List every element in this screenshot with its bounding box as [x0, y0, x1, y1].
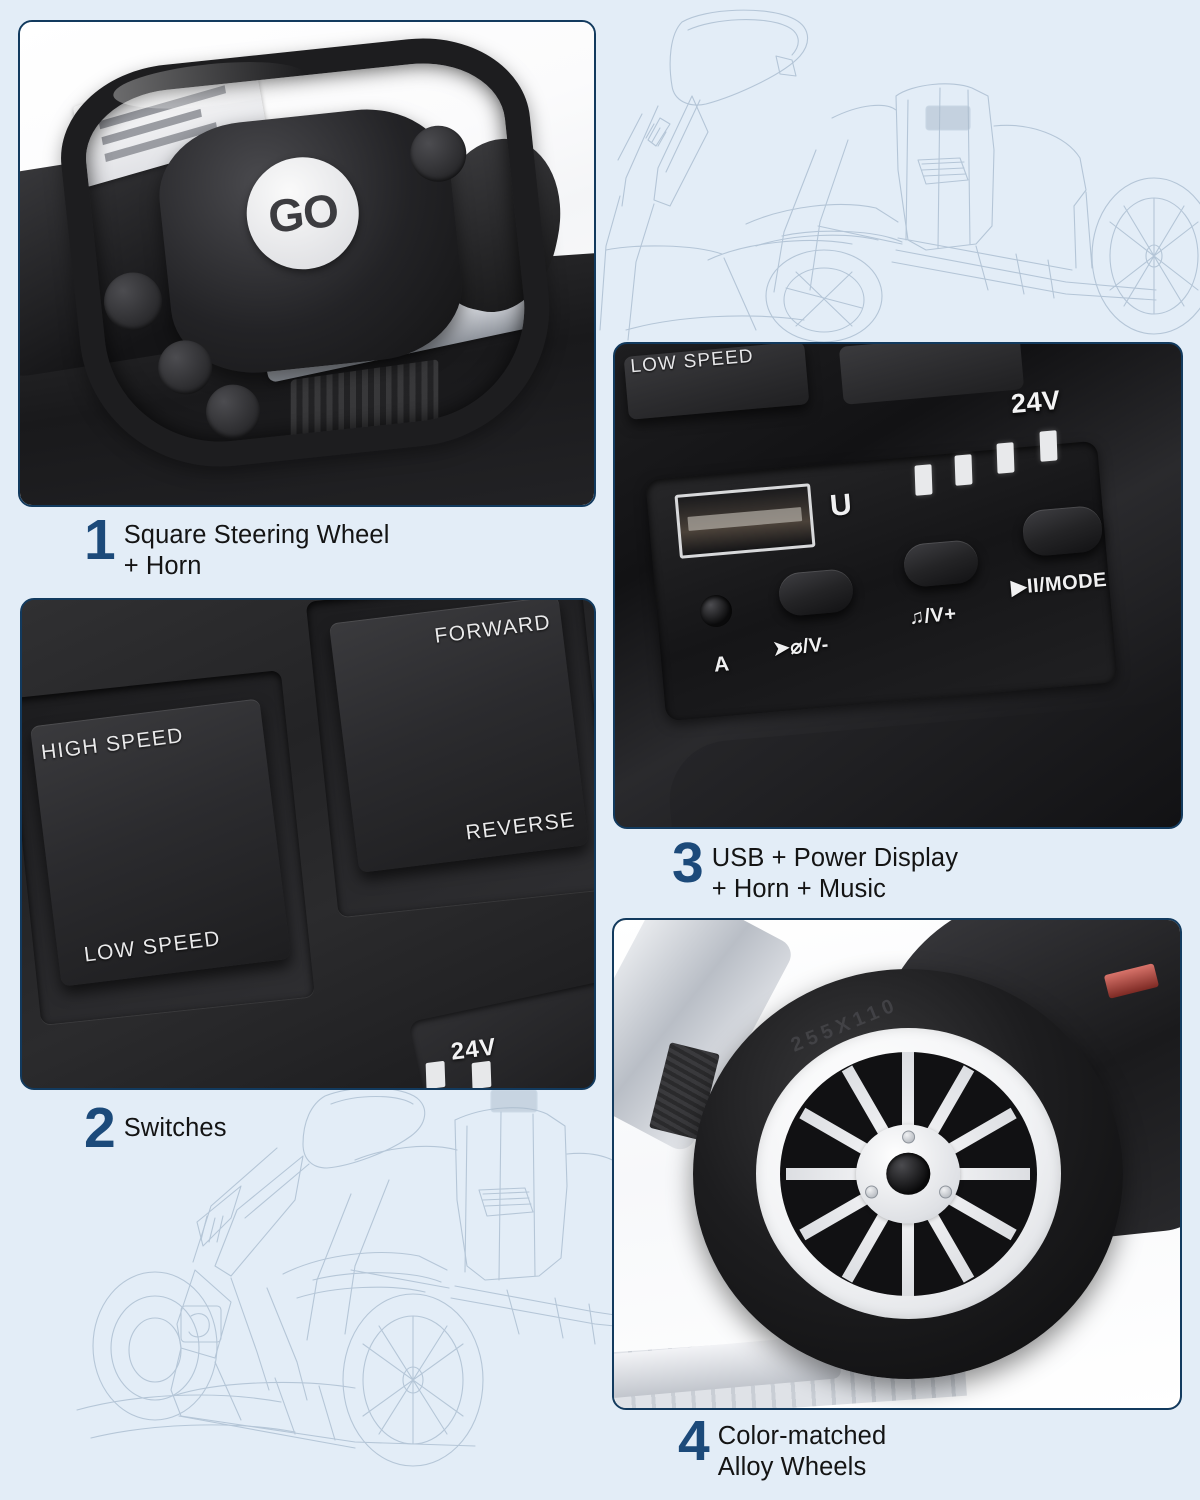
reverse-label: REVERSE: [464, 808, 577, 846]
alloy-rim: [755, 1028, 1062, 1320]
voltage-label-24v: 24V: [1009, 385, 1062, 420]
lug-bolt-3: [864, 1185, 878, 1199]
steering-wheel-photo: GO: [18, 20, 596, 507]
rim-center-cap: [856, 1124, 961, 1224]
usb-port-label: U: [828, 488, 854, 523]
feature-title-1: Square Steering Wheel + Horn: [123, 521, 390, 580]
battery-led-1: [425, 1060, 446, 1088]
feature-caption-3: 3 USB + Power Display + Horn + Music: [672, 831, 959, 905]
steering-wheel: GO: [51, 27, 563, 481]
feature-caption-2: 2 Switches: [84, 1096, 227, 1160]
battery-led-2: [954, 454, 973, 486]
switches-photo: HIGH SPEED LOW SPEED FORWARD REVERSE 24V: [20, 598, 596, 1090]
aux-jack-label: A: [713, 652, 731, 677]
horn-volume-down-label: ➤⌀/V-: [772, 633, 831, 661]
go-logo-text: GO: [265, 183, 341, 243]
battery-led-1: [914, 463, 933, 496]
feature-caption-1: 1 Square Steering Wheel + Horn: [84, 508, 390, 582]
tire: 255X110: [693, 968, 1124, 1379]
forward-label: FORWARD: [432, 611, 553, 649]
lug-bolt-1: [902, 1130, 916, 1144]
direction-rocker-switch[interactable]: FORWARD REVERSE: [328, 600, 589, 874]
speed-rocker-switch[interactable]: HIGH SPEED LOW SPEED: [30, 698, 291, 988]
low-speed-label: LOW SPEED: [82, 927, 223, 968]
high-speed-label: HIGH SPEED: [39, 724, 186, 765]
battery-led-4: [1039, 430, 1057, 462]
go-kart-lineart-top: [596, 0, 1200, 345]
feature-number-4: 4: [678, 1409, 710, 1473]
hub-nut: [886, 1152, 931, 1195]
feature-title-3: USB + Power Display + Horn + Music: [711, 844, 959, 903]
voltage-label-24v: 24V: [449, 1032, 499, 1066]
feature-number-2: 2: [84, 1096, 116, 1160]
feature-caption-4: 4 Color-matched Alloy Wheels: [678, 1409, 887, 1483]
music-volume-up-label: ♫/V+: [908, 602, 958, 629]
battery-led-2: [471, 1060, 492, 1088]
switch-tray: HIGH SPEED LOW SPEED FORWARD REVERSE: [22, 600, 594, 1088]
feature-title-2: Switches: [123, 1113, 227, 1142]
usb-port[interactable]: [674, 483, 816, 559]
battery-led-3: [996, 442, 1015, 474]
alloy-wheel-photo: 255X110: [612, 918, 1182, 1410]
feature-number-3: 3: [672, 831, 704, 895]
usb-power-display-photo: LOW SPEED U A ➤⌀/V- ♫/V+ ▶II/MODE 24V: [613, 342, 1183, 829]
feature-title-4: Color-matched Alloy Wheels: [717, 1422, 887, 1481]
feature-number-1: 1: [84, 508, 116, 572]
lug-bolt-2: [939, 1185, 953, 1199]
